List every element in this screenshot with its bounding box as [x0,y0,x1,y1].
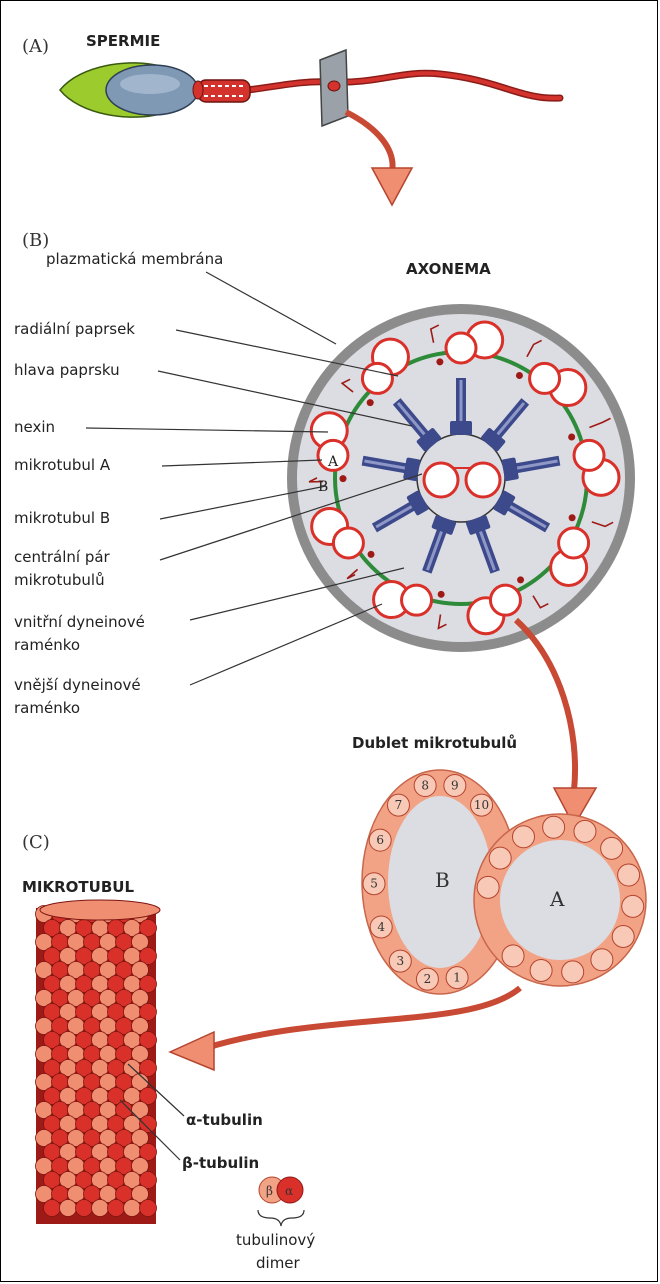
protofilament-number: 7 [395,798,403,812]
inner-dynein-arm [568,434,575,441]
inner-dynein-arm [517,576,524,583]
inner-dynein-arm [569,514,576,521]
doublet-title: Dublet mikrotubulů [352,734,517,752]
microtubule-top [40,900,160,920]
outer-doublet-a [559,528,589,558]
label-nexin: nexin [14,418,55,436]
doublet-a-label: A [549,887,565,911]
protofilament-number: 9 [451,779,459,793]
outer-doublet-a [530,363,560,393]
label-central-pair-line1: centrální pár [14,548,111,566]
protofilament-number: 2 [424,972,432,986]
doublet-b-label: B [435,868,450,892]
protofilament-a [622,895,644,917]
protofilament-number: 10 [474,798,489,812]
label-microtubule-a: mikrotubul A [14,456,111,474]
inner-dynein-arm [436,358,443,365]
protofilament-a [574,820,596,842]
microtubule-title: MIKROTUBUL [22,878,134,896]
protofilament-number: 1 [453,971,461,985]
inner-dynein-arm [368,551,375,558]
label-outer-dynein-line1: vnější dyneinové [14,676,141,694]
alpha-subunit [124,1200,141,1217]
outer-doublet-a [402,585,432,615]
tubulin-dimer: β α tubulinový dimer [236,1177,315,1272]
label-dimer-1: tubulinový [236,1231,315,1249]
dimer-beta: β [266,1184,273,1198]
beta-subunit [108,1200,125,1217]
doublet-illustration: 1 2 3 4 5 6 7 8 9 10 [362,770,646,994]
protofilament-a [502,945,524,967]
label-inner-dynein-line2: raménko [14,636,80,654]
protofilament-a [618,864,640,886]
outer-doublet-a [490,585,520,615]
protofilament-a [543,816,565,838]
panel-b-marker: (B) [22,230,49,251]
protofilament-number: 6 [376,833,384,847]
beta-subunit [140,1200,157,1217]
beta-subunit [76,1200,93,1217]
protofilament-number: 3 [396,954,404,968]
protofilament-a [530,960,552,982]
label-dimer-2: dimer [256,1254,301,1272]
inner-dynein-arm [340,475,347,482]
protofilament-a [562,961,584,983]
spoke-head [450,421,472,435]
axoneme-b-label: B [318,479,328,495]
outer-doublet-a [446,333,476,363]
inner-dynein-arm [438,591,445,598]
axoneme-cross-section [287,304,635,652]
protofilament-a [612,926,634,948]
panel-a-title: SPERMIE [86,32,160,50]
outer-doublet-a [362,363,392,393]
arrow-to-doublet [516,620,575,790]
microtubule-cylinder [36,900,161,1224]
label-alpha-tubulin: α-tubulin [186,1111,263,1129]
label-microtubule-b: mikrotubul B [14,509,110,527]
panel-c-marker: (C) [22,832,50,853]
label-central-pair-line2: mikrotubulů [14,571,105,589]
label-inner-dynein-line1: vnitřní dyneinové [14,613,145,631]
beta-subunit [44,1200,61,1217]
axonema-labels: plazmatická membrána radiální paprsek hl… [14,250,223,717]
outer-doublet-a [574,440,604,470]
label-radial-spoke: radiální paprsek [14,320,135,338]
protofilament-a [477,876,499,898]
inner-dynein-arm [516,372,523,379]
protofilament-a [601,837,623,859]
protofilament-number: 8 [421,779,429,793]
label-beta-tubulin: β-tubulin [182,1154,259,1172]
sperm-illustration [60,50,560,205]
label-outer-dynein-line2: raménko [14,699,80,717]
alpha-subunit [60,1200,77,1217]
panel-b: (B) AXONEMA plazmatická membrána radiáln… [14,230,635,826]
protofilament-a [513,826,535,848]
arrow-to-microtubule [206,988,520,1048]
protofilament-a [591,949,613,971]
protofilament-number: 4 [377,920,385,934]
label-plasma-membrane: plazmatická membrána [46,250,223,268]
dimer-alpha: α [285,1184,293,1198]
protofilament-a [489,847,511,869]
outer-doublet-a [333,528,363,558]
label-spoke-head: hlava paprsku [14,361,120,379]
axoneme-a-label: A [327,454,339,470]
panel-a: (A) SPERMIE [22,32,560,205]
inner-dynein-arm [367,399,374,406]
axonema-title: AXONEMA [406,260,491,278]
protofilament-number: 5 [370,877,378,891]
alpha-subunit [92,1200,109,1217]
panel-a-marker: (A) [22,36,49,57]
